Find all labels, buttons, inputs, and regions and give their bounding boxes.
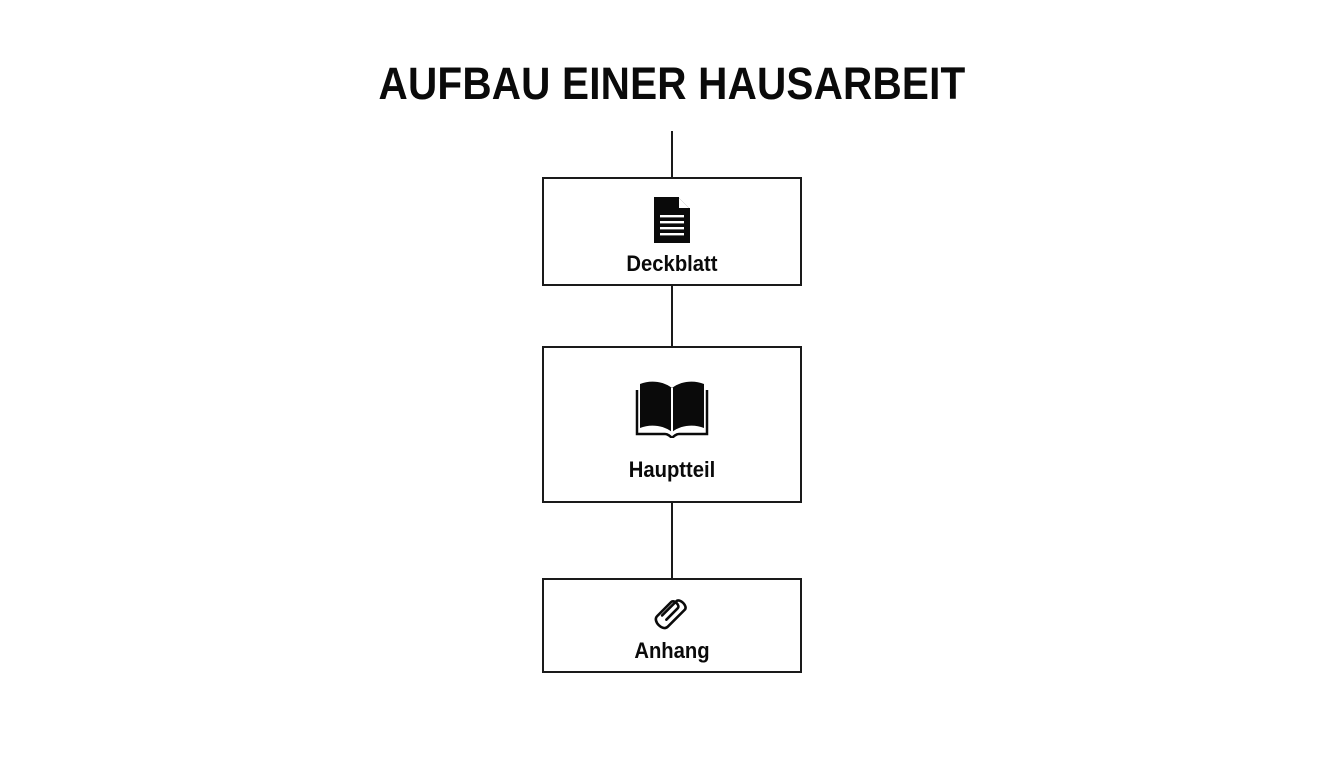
diagram-title: AUFBAU EINER HAUSARBEIT: [378, 58, 966, 109]
connector-top: [671, 131, 673, 178]
open-book-icon: [544, 378, 800, 438]
connector-hauptteil-anhang: [671, 502, 673, 578]
node-label: Anhang: [634, 638, 710, 663]
node-hauptteil: Hauptteil: [542, 346, 802, 503]
node-label: Hauptteil: [628, 457, 716, 482]
node-label: Deckblatt: [626, 251, 718, 276]
node-deckblatt: Deckblatt: [542, 177, 802, 286]
node-anhang: Anhang: [542, 578, 802, 673]
document-icon: [544, 195, 800, 245]
paperclip-icon: [544, 592, 800, 636]
connector-deckblatt-hauptteil: [671, 285, 673, 346]
